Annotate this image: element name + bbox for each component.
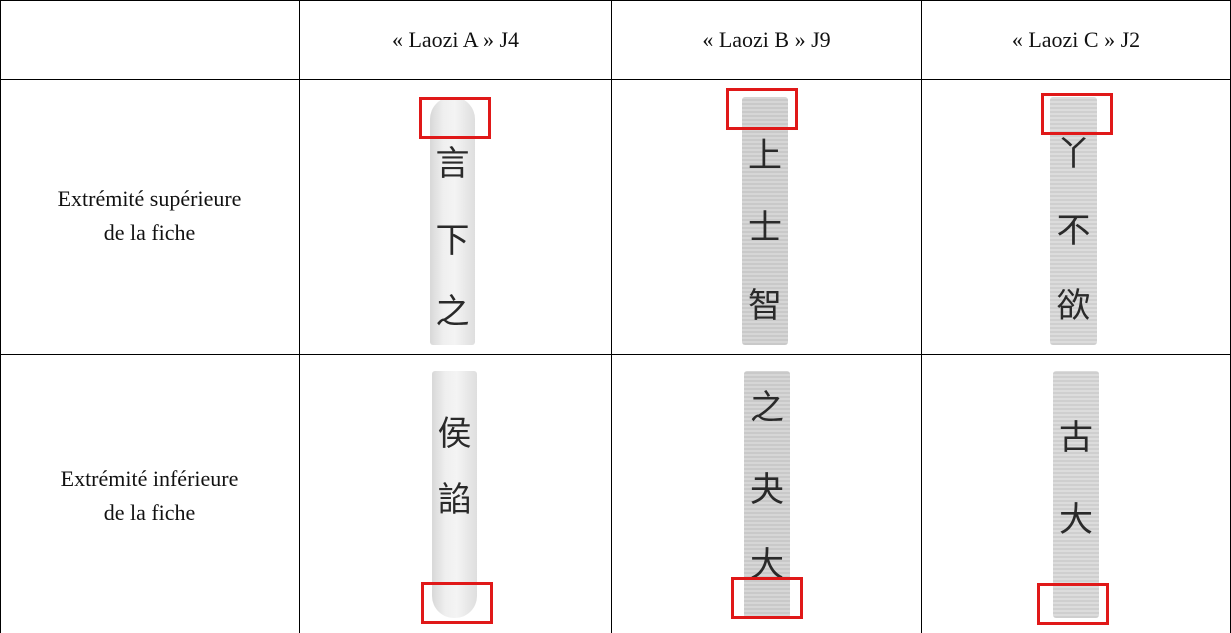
- red-marker-c-top: [1041, 93, 1113, 135]
- slip-glyph: 之: [435, 292, 470, 332]
- slip-glyph: 上: [748, 136, 782, 176]
- row-label-lower-end: Extrémité inférieure de la fiche: [60, 466, 239, 525]
- table-rule-header: [0, 79, 1231, 80]
- red-marker-c-bottom: [1037, 583, 1109, 625]
- red-marker-a-top: [419, 97, 491, 139]
- slip-glyph: 欲: [1056, 286, 1091, 326]
- table-rule-middle: [0, 354, 1231, 355]
- slip-glyph: 古: [1059, 418, 1093, 458]
- table-rule-top: [0, 0, 1231, 1]
- slip-glyph: 不: [1056, 211, 1091, 251]
- slip-glyph: 言: [435, 144, 470, 184]
- slip-glyph: 下: [435, 221, 470, 261]
- slip-glyph: 侯: [437, 414, 472, 454]
- table-rule-col2: [611, 0, 612, 633]
- header-laozi-a: « Laozi A » J4: [391, 27, 520, 52]
- bamboo-slip-laozi-a-top: 言 下 之: [430, 97, 475, 345]
- bamboo-slip-laozi-b-bottom: 之 夬 大: [744, 371, 790, 618]
- slip-glyph: 智: [748, 286, 782, 326]
- row-label-upper-end: Extrémité supérieure de la fiche: [57, 186, 242, 245]
- bamboo-slip-laozi-a-bottom: 侯 諂: [432, 371, 477, 618]
- table-rule-col3: [921, 0, 922, 633]
- header-laozi-b: « Laozi B » J9: [702, 27, 831, 52]
- table-rule-left: [0, 0, 1, 633]
- red-marker-a-bottom: [421, 582, 493, 624]
- slip-glyph: 士: [748, 208, 782, 248]
- red-marker-b-bottom: [731, 577, 803, 619]
- bamboo-slip-laozi-b-top: 上 士 智: [742, 97, 788, 345]
- bamboo-slip-laozi-c-bottom: 古 大: [1053, 371, 1099, 618]
- table-rule-col1: [299, 0, 300, 633]
- slip-glyph: 夬: [750, 470, 784, 510]
- bamboo-slip-laozi-c-top: 丫 不 欲: [1050, 97, 1097, 345]
- slip-glyph: 諂: [437, 480, 472, 520]
- slip-glyph: 丫: [1056, 134, 1091, 174]
- red-marker-b-top: [726, 88, 798, 130]
- header-laozi-c: « Laozi C » J2: [1011, 27, 1141, 52]
- slip-glyph: 大: [1059, 500, 1093, 540]
- slip-glyph: 之: [750, 388, 784, 428]
